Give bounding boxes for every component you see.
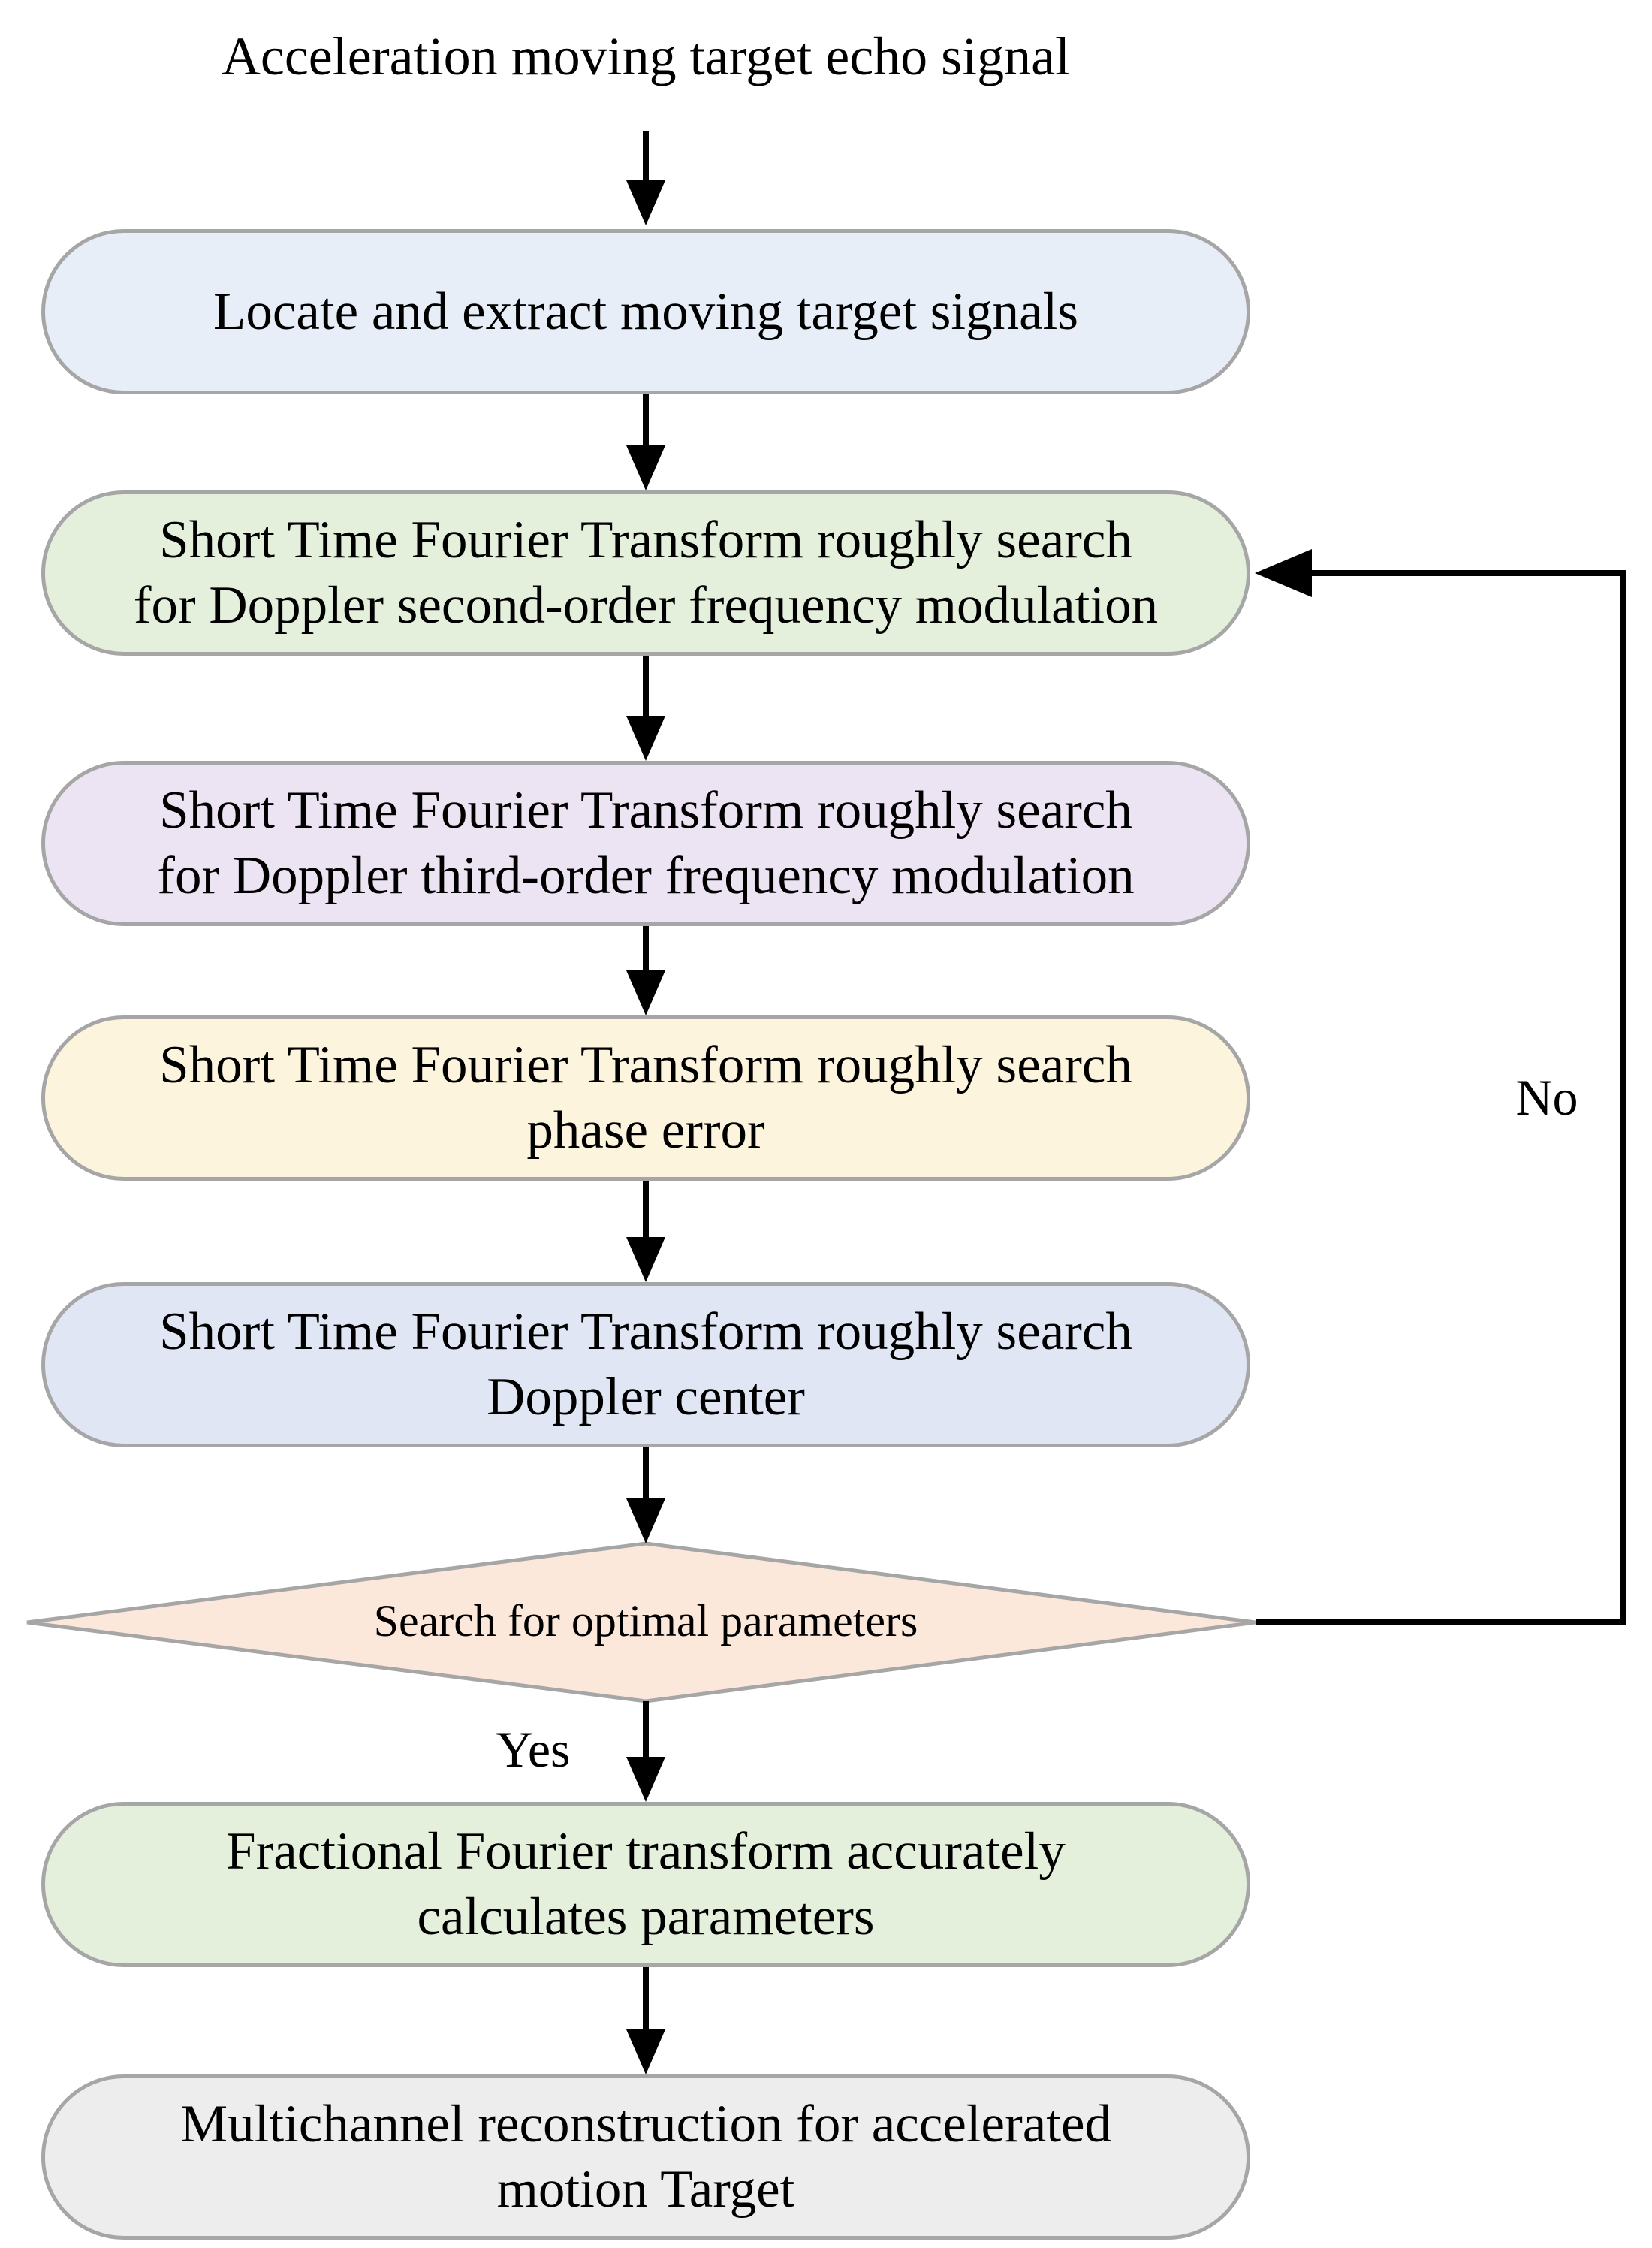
arrow-stft3-to-phase <box>626 926 665 1015</box>
arrow-doppler-to-decision <box>626 1447 665 1543</box>
arrow-no-loopback <box>1255 549 1626 1625</box>
arrow-phase-to-doppler <box>626 1181 665 1282</box>
node-frft-accurate: Fractional Fourier transform accurately … <box>41 1802 1250 1967</box>
arrow-frft-to-reconstruction <box>626 1967 665 2074</box>
arrow-stft2-to-stft3 <box>626 656 665 761</box>
arrow-locate-to-stft2 <box>626 394 665 490</box>
node-locate-extract: Locate and extract moving target signals <box>41 229 1250 394</box>
node-stft-doppler-center: Short Time Fourier Transform roughly sea… <box>41 1282 1250 1447</box>
decision-label: Search for optimal parameters <box>373 1595 918 1646</box>
yes-branch-label: Yes <box>496 1721 571 1778</box>
arrow-title-to-locate <box>626 131 665 225</box>
node-stft-second-order: Short Time Fourier Transform roughly sea… <box>41 490 1250 656</box>
node-multichannel-reconstruction: Multichannel reconstruction for accelera… <box>41 2074 1250 2240</box>
arrow-yes-decision-to-frft <box>626 1701 665 1802</box>
node-stft-third-order: Short Time Fourier Transform roughly sea… <box>41 761 1250 926</box>
node-stft-phase-error: Short Time Fourier Transform roughly sea… <box>41 1015 1250 1181</box>
flow-title: Acceleration moving target echo signal <box>221 26 1071 86</box>
no-branch-label: No <box>1515 1069 1578 1126</box>
